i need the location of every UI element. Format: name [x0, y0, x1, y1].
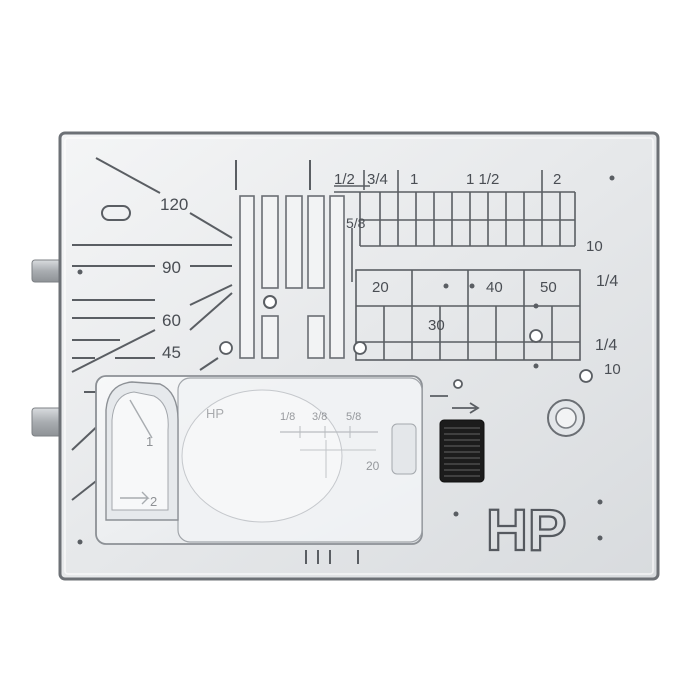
- release-button-icon[interactable]: [547, 399, 585, 437]
- bobbin-mark-2: 2: [150, 494, 157, 509]
- brand-mark: HP: [486, 498, 567, 563]
- fraction-quarter-bottom: 1/4: [595, 337, 617, 354]
- bobbin-mark-1: 1: [146, 434, 153, 449]
- slot-oval: [101, 205, 131, 221]
- cover-label-twenty: 20: [366, 459, 380, 473]
- bobbin-cover-icon[interactable]: [95, 375, 423, 545]
- cover-label-mid: 3/8: [312, 411, 327, 423]
- feed-dog-slots: [239, 195, 345, 359]
- arrow-icon: [430, 395, 480, 414]
- metric-label-20: 20: [372, 279, 389, 296]
- angle-label-90: 90: [162, 258, 181, 277]
- metric-label-40: 40: [486, 279, 503, 296]
- fraction-five-eighth: 5/8: [346, 215, 366, 231]
- fraction-quarter-top: 1/4: [596, 273, 618, 290]
- cover-label-left: 1/8: [280, 411, 295, 423]
- cover-label-right: 5/8: [346, 411, 361, 423]
- stitch-dial-icon[interactable]: [439, 419, 485, 483]
- angle-guides: [71, 157, 233, 501]
- metric-label-10-top: 10: [586, 238, 603, 255]
- brand-mark-graphic: HP: [485, 497, 568, 564]
- fraction-half: 1/2: [334, 171, 355, 188]
- plate-inner-edge: [64, 137, 654, 575]
- angle-label-45: 45: [162, 343, 181, 362]
- bottom-ticks: [305, 550, 359, 564]
- needle-hole: [263, 295, 277, 309]
- metric-label-30: 30: [428, 317, 445, 334]
- angle-label-60: 60: [162, 311, 181, 330]
- inch-ruler: [334, 170, 576, 247]
- fraction-one: 1: [410, 171, 418, 188]
- metric-label-50: 50: [540, 279, 557, 296]
- metric-label-10-bottom: 10: [604, 361, 621, 378]
- cover-label-hp: HP: [206, 406, 224, 421]
- screw-icon: [219, 329, 593, 389]
- fraction-two: 2: [553, 171, 561, 188]
- angle-label-120: 120: [160, 195, 188, 214]
- fraction-one-half: 1 1/2: [466, 171, 499, 188]
- metric-grid: [351, 228, 581, 361]
- fraction-three-quarter: 3/4: [367, 171, 388, 188]
